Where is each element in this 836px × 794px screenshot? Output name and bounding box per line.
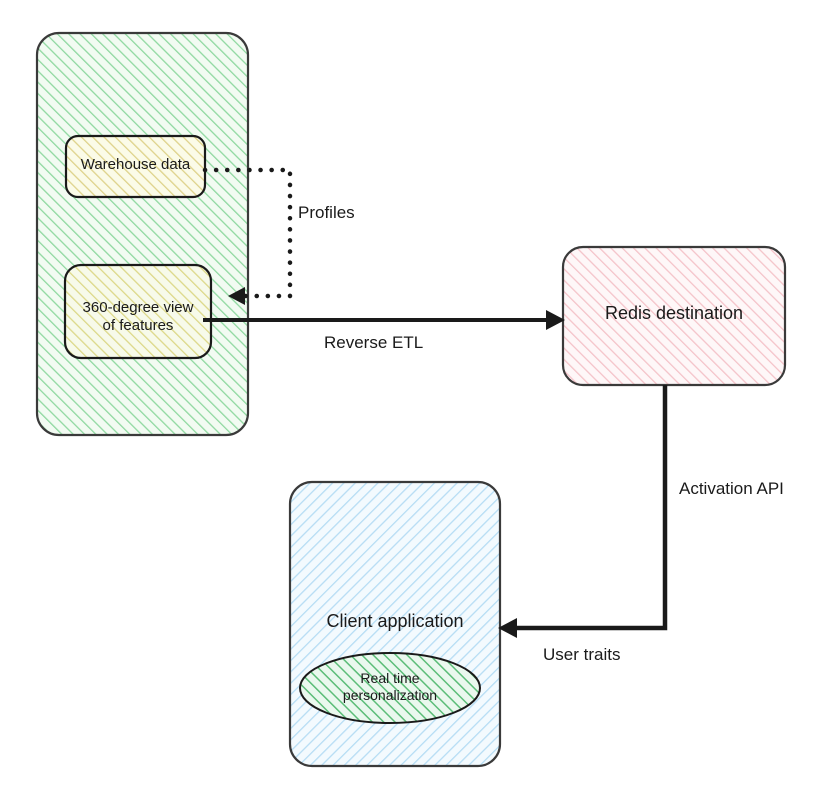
user-traits-arrowhead-icon [498, 618, 517, 638]
360-view-node[interactable] [63, 263, 213, 360]
warehouse-container-node[interactable] [35, 31, 250, 437]
warehouse-data-node[interactable] [64, 134, 207, 199]
activation-api-edge-path [512, 385, 668, 631]
warehouse-container-shape [35, 31, 250, 437]
profiles-edge-path [202, 167, 293, 299]
profiles-edge[interactable] [202, 167, 293, 305]
reverse-etl-edge[interactable] [203, 310, 565, 330]
profiles-arrowhead-icon [228, 287, 245, 305]
redis-destination-shape [561, 245, 787, 387]
warehouse-data-shape [64, 134, 207, 199]
reverse-etl-arrowhead-icon [546, 310, 565, 330]
real-time-personalization-shape [299, 652, 481, 724]
360-view-shape [63, 263, 213, 360]
redis-destination-node[interactable] [561, 245, 787, 387]
real-time-personalization-node[interactable] [299, 652, 481, 724]
activation-api-edge[interactable] [498, 385, 668, 638]
